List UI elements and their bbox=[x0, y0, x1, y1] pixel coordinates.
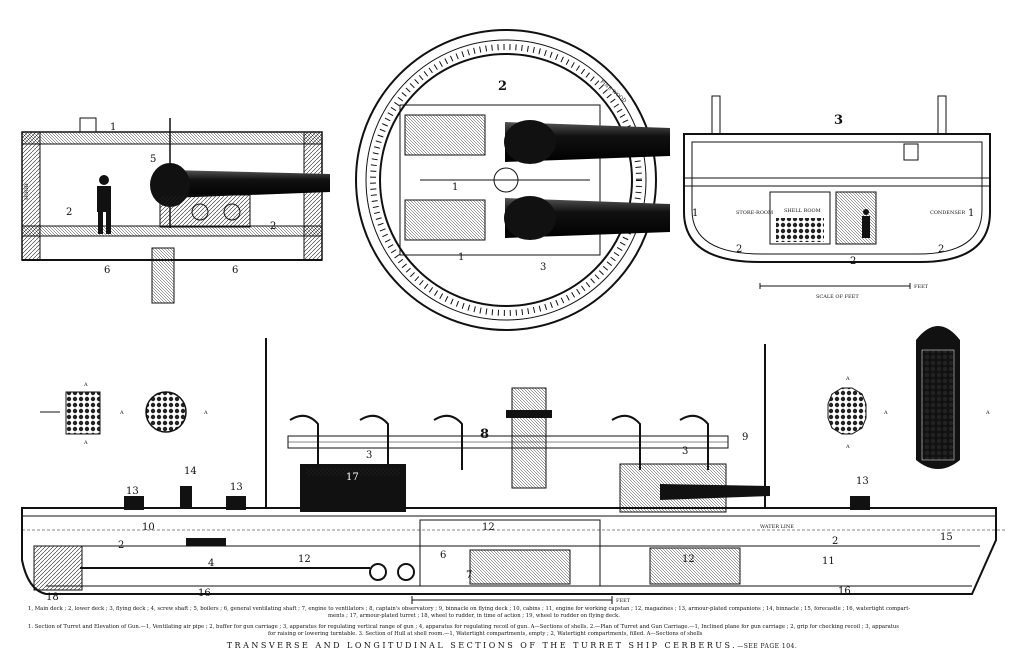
long-label-13c: 13 bbox=[856, 476, 869, 487]
long-label-11: 11 bbox=[822, 556, 835, 567]
long-label-16a: 16 bbox=[198, 588, 211, 599]
long-label-14: 14 bbox=[184, 466, 197, 477]
condenser-label: CONDENSER bbox=[930, 210, 965, 216]
long-label-12a: 12 bbox=[482, 522, 495, 533]
shell-label-a7: A bbox=[883, 410, 888, 416]
hull-scale-title: SCALE OF FEET bbox=[816, 294, 859, 300]
hood-text: HOOD bbox=[24, 183, 30, 200]
plan-label-3: 3 bbox=[540, 262, 546, 273]
plan-label-2: 2 bbox=[498, 79, 507, 94]
long-label-3a: 3 bbox=[366, 450, 372, 461]
shell-label-a3: A bbox=[119, 410, 124, 416]
long-scale-feet: FEET bbox=[616, 598, 631, 604]
water-line-label: WATER LINE bbox=[760, 524, 794, 530]
label-5: 5 bbox=[150, 154, 156, 165]
long-label-16b: 16 bbox=[838, 586, 851, 597]
plate-caption: TRANSVERSE AND LONGITUDINAL SECTIONS OF … bbox=[0, 641, 1024, 650]
long-label-13b: 13 bbox=[230, 482, 243, 493]
hull-label-1b: 1 bbox=[968, 208, 974, 219]
plan-label-1a: 1 bbox=[452, 182, 458, 193]
legend-line-2b: for raising or lowering turntable. 3. Se… bbox=[268, 631, 703, 637]
label-2b: 2 bbox=[270, 221, 276, 232]
shell-sections: A A A A A A A A bbox=[40, 326, 990, 469]
shell-room-label: SHELL ROOM bbox=[784, 208, 821, 214]
shell-label-a2: A bbox=[83, 440, 88, 446]
long-label-2a: 2 bbox=[118, 540, 124, 551]
long-label-6: 6 bbox=[440, 550, 446, 561]
long-label-4: 4 bbox=[208, 558, 214, 569]
long-label-2b: 2 bbox=[832, 536, 838, 547]
label-1: 1 bbox=[110, 122, 116, 133]
long-label-7: 7 bbox=[466, 570, 472, 581]
long-label-12c: 12 bbox=[682, 554, 695, 565]
shell-label-a8: A bbox=[985, 410, 990, 416]
long-label-17: 17 bbox=[346, 472, 359, 483]
long-label-15: 15 bbox=[940, 532, 953, 543]
long-label-13a: 13 bbox=[126, 486, 139, 497]
hull-label-2b: 2 bbox=[850, 256, 856, 267]
long-label-8: 8 bbox=[480, 427, 489, 442]
label-2: 2 bbox=[66, 207, 72, 218]
plan-label-1b: 1 bbox=[458, 252, 464, 263]
store-room-label: STORE-ROOM bbox=[736, 210, 773, 216]
turret-section-figure: 1 2 5 2 6 6 HOOD bbox=[21, 117, 330, 304]
hull-scale-feet: FEET bbox=[914, 284, 929, 290]
long-label-10: 10 bbox=[142, 522, 155, 533]
hull-label-2a: 2 bbox=[736, 244, 742, 255]
long-label-3b: 3 bbox=[682, 446, 688, 457]
caption-page-ref: —SEE PAGE 104. bbox=[737, 643, 798, 650]
shell-label-a1: A bbox=[83, 382, 88, 388]
hull-label-2c: 2 bbox=[938, 244, 944, 255]
turret-plan-figure: 2 1 1 3 PINE WOOD bbox=[355, 29, 670, 331]
longitudinal-section-figure: 8 9 3 3 14 13 13 13 17 10 12 12 12 2 2 4… bbox=[21, 338, 1006, 604]
caption-title: TRANSVERSE AND LONGITUDINAL SECTIONS OF … bbox=[226, 641, 738, 650]
long-label-9: 9 bbox=[742, 432, 748, 443]
label-6a: 6 bbox=[104, 265, 110, 276]
label-6b: 6 bbox=[232, 265, 238, 276]
long-label-18: 18 bbox=[46, 592, 59, 603]
shell-label-a4: A bbox=[203, 410, 208, 416]
legend-line-1b: ments ; 17, armour-plated turret ; 18, w… bbox=[328, 613, 620, 619]
legend-line-2: 1. Section of Turret and Elevation of Gu… bbox=[28, 624, 900, 630]
long-label-12b: 12 bbox=[298, 554, 311, 565]
shell-label-a5: A bbox=[845, 376, 850, 382]
legend-line-1: 1, Main deck ; 2, lower deck ; 3, flying… bbox=[28, 606, 911, 612]
legend-figures: 1. Section of Turret and Elevation of Gu… bbox=[28, 624, 996, 638]
hull-section-figure: 3 1 1 2 2 2 STORE-ROOM SHELL ROOM CONDEN… bbox=[683, 95, 991, 300]
legend-longitudinal: 1, Main deck ; 2, lower deck ; 3, flying… bbox=[28, 606, 996, 620]
hull-label-3: 3 bbox=[834, 113, 843, 128]
shell-label-a6: A bbox=[845, 444, 850, 450]
hull-label-1a: 1 bbox=[692, 208, 698, 219]
